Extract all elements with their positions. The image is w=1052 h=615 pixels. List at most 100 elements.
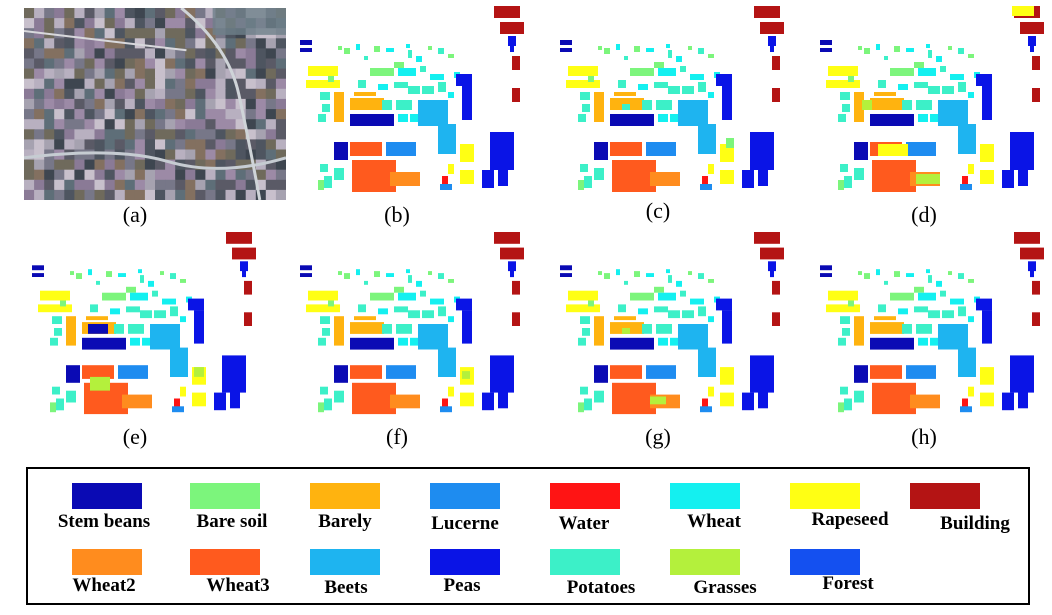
image-tile bbox=[215, 58, 227, 70]
field-potatoes bbox=[698, 273, 704, 279]
image-tile bbox=[175, 119, 186, 130]
field-wheat bbox=[148, 280, 154, 287]
field-bare-soil bbox=[598, 271, 602, 275]
image-tile bbox=[275, 159, 286, 171]
image-tile bbox=[205, 48, 217, 60]
field-bare-soil bbox=[848, 300, 854, 307]
field-grasses bbox=[622, 328, 630, 334]
image-tile bbox=[74, 149, 86, 161]
field-wheat bbox=[398, 68, 416, 76]
image-tile bbox=[64, 119, 75, 130]
field-potatoes bbox=[438, 273, 444, 279]
image-tile bbox=[54, 139, 65, 151]
image-tile bbox=[235, 109, 247, 120]
image-tile bbox=[84, 68, 96, 80]
field-bare-soil bbox=[338, 46, 342, 50]
field-stem-beans bbox=[334, 142, 348, 160]
image-tile bbox=[114, 48, 126, 60]
image-tile bbox=[104, 109, 116, 120]
field-potatoes bbox=[582, 328, 590, 336]
field-building bbox=[512, 312, 520, 326]
field-building bbox=[1020, 247, 1044, 260]
field-potatoes bbox=[334, 390, 344, 403]
field-potatoes bbox=[318, 337, 326, 346]
image-tile bbox=[205, 58, 217, 70]
road bbox=[24, 151, 286, 170]
image-tile bbox=[54, 159, 65, 171]
field-beets bbox=[678, 324, 708, 350]
field-wheat bbox=[430, 74, 444, 80]
field-potatoes bbox=[854, 390, 864, 403]
image-tile bbox=[255, 139, 267, 151]
image-tile bbox=[175, 149, 186, 161]
image-tile bbox=[155, 58, 166, 70]
field-building bbox=[226, 232, 252, 244]
field-potatoes bbox=[884, 280, 888, 285]
image-tile bbox=[74, 38, 86, 49]
image-tile bbox=[175, 189, 186, 200]
field-building bbox=[1032, 312, 1040, 326]
field-stem-beans bbox=[610, 337, 654, 350]
image-tile bbox=[114, 139, 126, 151]
field-bare-soil bbox=[328, 300, 334, 307]
image-tile bbox=[265, 129, 277, 140]
image-tile bbox=[185, 119, 196, 130]
image-tile bbox=[255, 38, 267, 49]
image-tile bbox=[255, 48, 267, 60]
image-tile bbox=[104, 18, 116, 29]
field-bare-soil bbox=[344, 273, 350, 279]
field-building bbox=[772, 280, 780, 295]
field-potatoes bbox=[580, 164, 588, 172]
image-tile bbox=[205, 139, 217, 151]
image-tile bbox=[235, 189, 247, 200]
field-stem-beans bbox=[350, 337, 394, 350]
field-potatoes bbox=[840, 92, 850, 100]
field-wheat bbox=[410, 337, 422, 346]
legend-label: Wheat bbox=[687, 511, 741, 532]
field-building bbox=[1020, 22, 1044, 34]
image-tile bbox=[195, 48, 206, 60]
field-potatoes bbox=[842, 328, 850, 336]
field-wheat bbox=[708, 92, 714, 98]
legend-label: Rapeseed bbox=[811, 509, 889, 530]
field-peas bbox=[242, 265, 246, 278]
field-wheat bbox=[118, 273, 126, 277]
field-wheat bbox=[386, 48, 394, 52]
field-peas bbox=[976, 74, 992, 86]
field-wheat bbox=[676, 56, 682, 62]
field-rapeseed bbox=[720, 170, 734, 184]
image-tile bbox=[54, 169, 65, 181]
image-tile bbox=[144, 8, 156, 19]
field-wheat bbox=[180, 316, 186, 323]
image-tile bbox=[205, 8, 217, 19]
image-tile bbox=[205, 78, 217, 90]
image-tile bbox=[275, 139, 286, 151]
field-wheat bbox=[876, 44, 880, 50]
field-stem-beans bbox=[32, 265, 44, 271]
field-wheat bbox=[386, 273, 394, 277]
legend-label: Water bbox=[558, 513, 610, 534]
field-wheat bbox=[398, 114, 408, 122]
field-rapeseed bbox=[448, 386, 454, 397]
field-rapeseed bbox=[720, 367, 734, 385]
field-bare-soil bbox=[858, 271, 862, 275]
field-peas bbox=[456, 298, 472, 311]
image-tile bbox=[134, 179, 146, 191]
image-tile bbox=[74, 179, 86, 191]
legend-label: Beets bbox=[324, 577, 368, 598]
image-tile bbox=[84, 129, 96, 140]
field-wheat3 bbox=[612, 382, 656, 415]
classification-map bbox=[32, 232, 256, 415]
panel-caption-e: (e) bbox=[122, 424, 148, 449]
field-bare-soil bbox=[374, 271, 380, 277]
image-tile bbox=[195, 8, 206, 19]
image-tile bbox=[84, 48, 96, 60]
image-tile bbox=[114, 109, 126, 120]
field-water bbox=[962, 398, 968, 411]
field-rapeseed bbox=[460, 170, 474, 184]
field-barely bbox=[334, 92, 344, 122]
image-tile bbox=[54, 78, 65, 90]
field-potatoes bbox=[928, 50, 932, 58]
field-wheat bbox=[130, 292, 148, 301]
legend-swatch-grasses bbox=[670, 549, 740, 575]
